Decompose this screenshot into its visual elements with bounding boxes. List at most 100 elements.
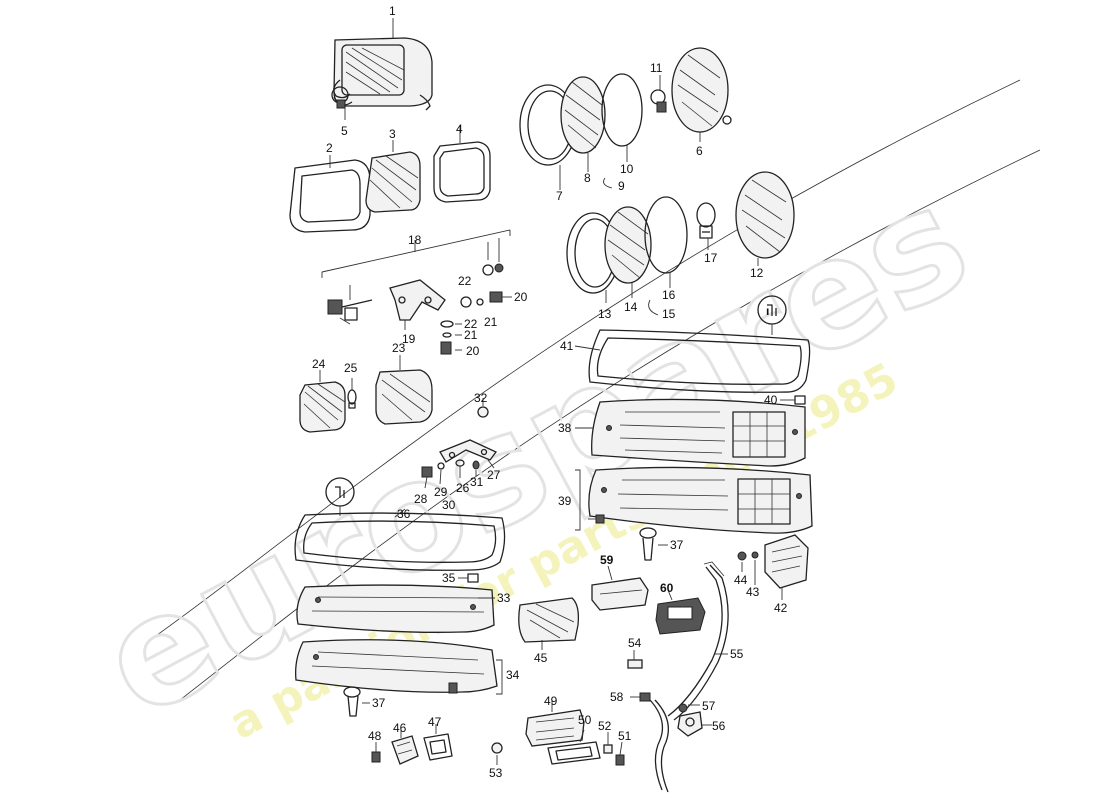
- callout-53: 53: [489, 766, 503, 780]
- bracket-group-line: [321, 229, 511, 278]
- callout-45: 45: [534, 651, 548, 665]
- watermark: eurospares a passion for parts since 198…: [74, 79, 1041, 753]
- callout-48: 48: [368, 729, 382, 743]
- part-wire-lower-2: [654, 699, 669, 793]
- callout-54: 54: [628, 636, 642, 650]
- part-lens-50: [547, 741, 601, 765]
- part-screw-51: [615, 754, 625, 766]
- part-bulb-37a: [639, 527, 657, 561]
- part-bolt-28: [421, 466, 433, 478]
- part-nut-43: [751, 551, 759, 559]
- callout-32: 32: [474, 391, 488, 405]
- svg-text:ı: ı: [766, 304, 769, 318]
- part-nuts: [482, 263, 504, 276]
- part-nut-53: [491, 742, 503, 754]
- part-bulb-37b: [343, 686, 361, 717]
- part-module-60: [655, 597, 706, 635]
- callout-40: 40: [764, 393, 778, 407]
- callout-16: 16: [662, 288, 676, 302]
- callout-30: 30: [442, 498, 456, 512]
- part-bulb-holder: [650, 89, 667, 113]
- callout-15: 15: [662, 307, 676, 321]
- callout-25: 25: [344, 361, 358, 375]
- watermark-swoosh: [149, 79, 1021, 641]
- callout-49: 49: [544, 694, 558, 708]
- part-lamp-lens-2: [604, 206, 652, 284]
- callout-36: 36: [397, 507, 411, 521]
- callout-37a: 37: [670, 538, 684, 552]
- part-bulb-clip: [331, 86, 353, 109]
- part-lock-washer-2: [442, 332, 452, 338]
- part-gasket-47: [423, 733, 453, 761]
- part-mounting-bracket: [389, 279, 446, 321]
- callout-20b: 20: [466, 344, 480, 358]
- callout-28: 28: [414, 492, 428, 506]
- callout-57: 57: [702, 699, 716, 713]
- callout-3: 3: [389, 127, 396, 141]
- callout-18: 18: [408, 233, 422, 247]
- part-plate-lamp-49: [525, 709, 585, 747]
- part-plate-bracket: [439, 439, 498, 463]
- part-tail-lens-39: [588, 466, 813, 534]
- callout-10: 10: [620, 162, 634, 176]
- callout-46: 46: [393, 721, 407, 735]
- part-lamp-seal-2: [644, 196, 688, 274]
- callout-19: 19: [402, 332, 416, 346]
- watermark-swoosh-2: [179, 149, 1041, 701]
- part-reflector-46: [391, 735, 419, 765]
- callout-20a: 20: [514, 290, 528, 304]
- part-headlamp-lens: [365, 151, 421, 213]
- part-lock-washer: [476, 298, 484, 306]
- callout-24: 24: [312, 357, 326, 371]
- callout-4: 4: [456, 122, 463, 136]
- callout-51: 51: [618, 729, 632, 743]
- callout-6: 6: [696, 144, 703, 158]
- callout-37b: 37: [372, 696, 386, 710]
- callout-2: 2: [326, 141, 333, 155]
- part-lamp-housing-2: [735, 171, 795, 259]
- callout-35: 35: [442, 571, 456, 585]
- callout-13: 13: [598, 307, 612, 321]
- callout-7: 7: [556, 189, 563, 203]
- part-washer: [460, 296, 472, 308]
- part-fuse-54: [627, 659, 643, 669]
- part-bolt-assembly: [327, 299, 373, 325]
- part-socket-56: [677, 711, 703, 737]
- part-tail-lens-38: [591, 398, 806, 467]
- part-grommet: [477, 406, 489, 418]
- callout-27: 27: [487, 468, 501, 482]
- part-small-bulb: [347, 389, 357, 409]
- callout-58: 58: [610, 690, 624, 704]
- part-front-lens-34: [295, 639, 498, 693]
- callout-31: 31: [470, 475, 484, 489]
- callout-52: 52: [598, 719, 612, 733]
- part-bulb: [696, 202, 716, 239]
- part-side-marker-42: [764, 534, 809, 589]
- part-screw-2: [440, 341, 452, 355]
- callout-38: 38: [558, 421, 572, 435]
- part-fog-lamp-lens: [299, 381, 346, 433]
- callout-56: 56: [712, 719, 726, 733]
- callout-11: 11: [650, 61, 663, 75]
- callout-60: 60: [660, 581, 674, 595]
- callout-22b: 22: [464, 317, 478, 331]
- part-cable-55: [667, 561, 729, 721]
- part-gasket-frame: [289, 159, 371, 233]
- callout-14: 14: [624, 300, 638, 314]
- part-washer-29: [437, 462, 445, 470]
- part-screw-39: [595, 514, 605, 524]
- part-headlamp-housing: [333, 37, 433, 111]
- callout-33: 33: [497, 591, 511, 605]
- part-nut-57: [678, 703, 688, 713]
- part-washer-44: [737, 551, 747, 561]
- part-washer-2: [440, 320, 454, 328]
- callout-41: 41: [560, 339, 574, 353]
- part-grommet-52: [603, 744, 613, 754]
- part-fog-lamp-body: [375, 369, 433, 425]
- callout-23: 23: [392, 341, 406, 355]
- callout-29: 29: [434, 485, 448, 499]
- callout-55: 55: [730, 647, 744, 661]
- callout-17: 17: [704, 251, 718, 265]
- part-lens-seal-41: [588, 329, 811, 393]
